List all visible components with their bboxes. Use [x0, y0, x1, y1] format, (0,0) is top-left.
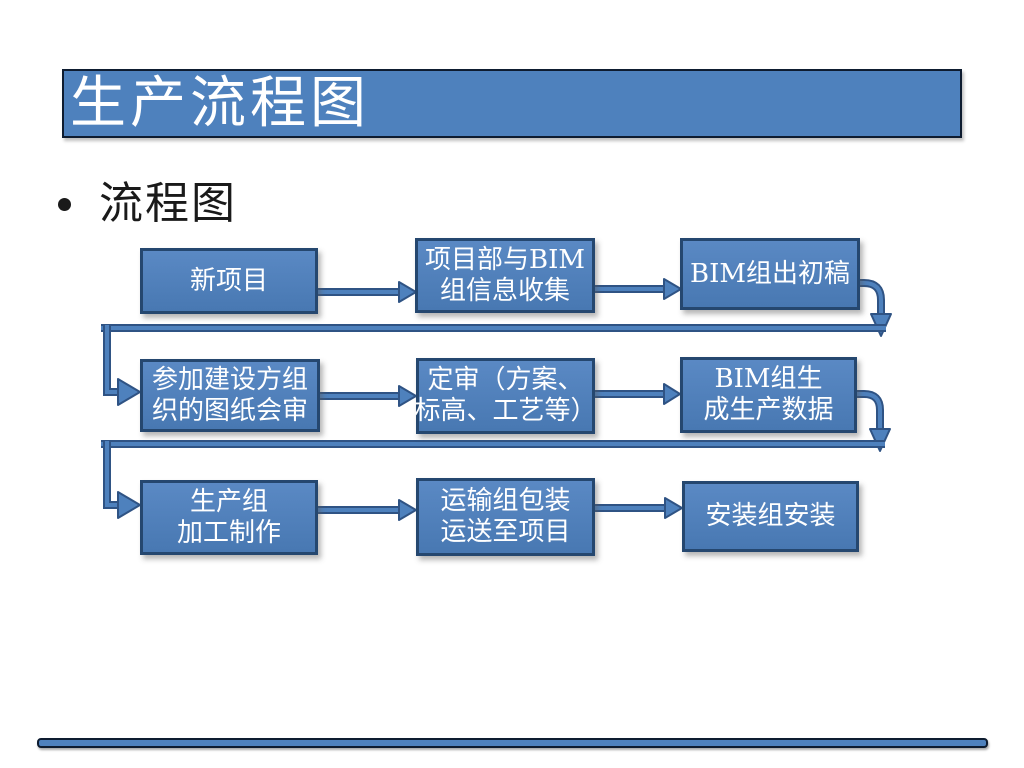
connector-production-data-to-production-group: [101, 390, 891, 519]
bullet-text: 流程图: [99, 178, 237, 229]
flow-box-transport-group: 运输组包装 运送至项目: [416, 478, 595, 556]
flow-box-bim-info-collection: 项目部与BIM 组信息收集: [415, 238, 595, 313]
slide-footer-bar: [37, 738, 988, 748]
flow-box-installation-group: 安装组安装: [682, 481, 859, 552]
flow-box-label-line: 运输组包装: [440, 486, 571, 517]
flow-box-bim-first-draft: BIM组出初稿: [680, 238, 860, 310]
flow-box-label-line: 定审（方案、: [427, 365, 584, 396]
flow-box-label-line: 新项目: [189, 265, 268, 296]
arrow-production-group-to-transport-group: [318, 499, 417, 521]
flow-box-label-line: 项目部与BIM: [425, 244, 585, 275]
flow-box-drawing-joint-review: 参加建设方组 织的图纸会审: [140, 359, 320, 432]
flow-box-label-line: 组信息收集: [439, 275, 570, 306]
arrow-info-collection-to-first-draft: [595, 278, 682, 300]
flow-box-label-line: 成生产数据: [703, 395, 834, 425]
flow-box-label-line: 加工制作: [176, 517, 281, 548]
bullet-line: 流程图: [58, 178, 237, 229]
flow-box-label-line: BIM组出初稿: [690, 258, 850, 289]
connector-first-draft-to-drawing-review: [101, 279, 892, 406]
flow-box-label-line: BIM组生: [714, 364, 823, 395]
flow-box-label-line: 织的图纸会审: [151, 395, 308, 426]
arrow-final-approval-to-production-data: [595, 383, 681, 405]
flow-box-bim-production-data: BIM组生 成生产数据: [680, 357, 857, 433]
flow-box-label-line: 生产组: [189, 486, 268, 517]
flow-box-final-approval: 定审（方案、 标高、工艺等）: [414, 358, 597, 434]
arrow-transport-group-to-installation-group: [595, 497, 683, 519]
arrow-new-project-to-info-collection: [318, 281, 417, 303]
flow-box-label-line: 运送至项目: [440, 517, 571, 547]
flow-box-production-group: 生产组 加工制作: [140, 480, 318, 555]
flow-box-new-project: 新项目: [140, 248, 318, 314]
slide-title: 生产流程图: [70, 70, 370, 136]
bullet-icon: [58, 197, 71, 211]
flow-box-label-line: 参加建设方组: [151, 364, 308, 395]
flow-box-label-line: 安装组安装: [705, 501, 836, 532]
slide-title-bar: 生产流程图: [62, 69, 962, 138]
arrow-drawing-review-to-final-approval: [320, 385, 417, 407]
flow-box-label-line: 标高、工艺等）: [414, 396, 597, 426]
